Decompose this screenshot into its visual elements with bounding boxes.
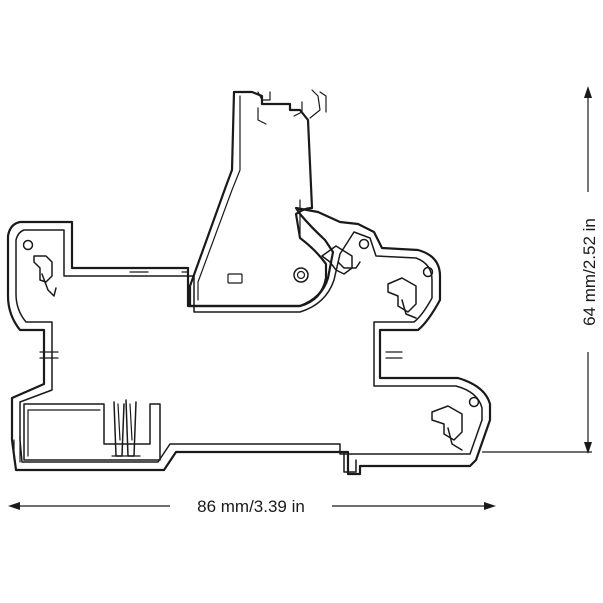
right-lower-clamp	[431, 396, 480, 451]
left-side-latch	[13, 351, 403, 463]
height-dimension: 64 mm/2.52 in	[482, 86, 599, 454]
lower-left-compartment	[23, 399, 161, 461]
height-dimension-label: 64 mm/2.52 in	[580, 218, 599, 326]
width-arrow-left	[8, 502, 20, 510]
din-rail-foot	[343, 451, 357, 473]
housing-outline	[6, 206, 492, 476]
height-arrow-bottom	[584, 442, 592, 454]
right-upper-clamp	[387, 266, 434, 319]
ejector-lever	[188, 89, 328, 308]
lever-window	[227, 273, 243, 284]
height-arrow-top	[584, 86, 592, 98]
width-dimension-label: 86 mm/3.39 in	[197, 497, 305, 516]
lever-pivot	[293, 267, 309, 283]
width-arrow-right	[484, 502, 496, 510]
width-dimension: 86 mm/3.39 in	[8, 497, 496, 516]
center-clamp	[321, 238, 370, 275]
left-upper-clamp	[22, 239, 57, 297]
